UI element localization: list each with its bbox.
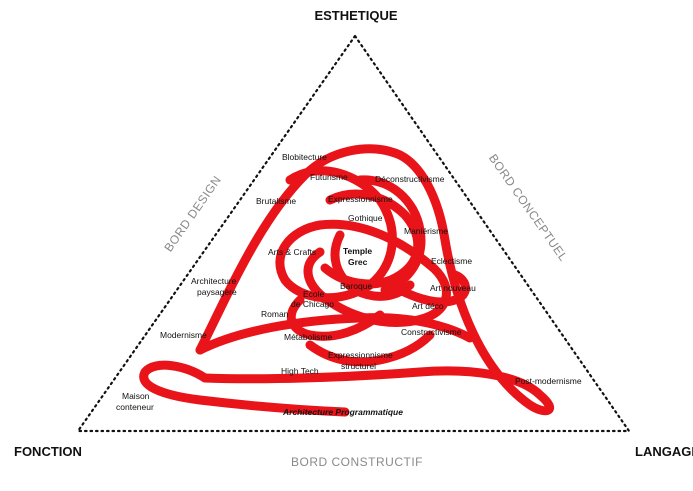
edge-bottom-label: BORD CONSTRUCTIF — [291, 455, 423, 469]
label-futurisme: Futurisme — [310, 172, 348, 182]
label-art-deco: Art déco — [412, 301, 444, 311]
label-architecture-programmatique: Architecture Programmatique — [282, 407, 403, 417]
label-maison-conteneur-1: Maison — [122, 391, 150, 401]
corner-left-label: FONCTION — [14, 444, 82, 459]
label-expressionnisme-structurel-1: Expressionnisme — [328, 350, 393, 360]
label-arts-crafts: Arts & Crafts — [268, 247, 316, 257]
label-art-nouveau: Art nouveau — [430, 283, 476, 293]
label-high-tech: High Tech — [281, 366, 319, 376]
label-blobitecture: Blobitecture — [282, 152, 327, 162]
label-ecole-chicago-2: de Chicago — [291, 299, 334, 309]
corner-top-label: ESTHETIQUE — [314, 8, 397, 23]
label-ecole-chicago-1: Ecole — [303, 289, 325, 299]
label-constructivisme: Constructivisme — [401, 327, 462, 337]
label-expressionnisme: Expressionnisme — [328, 194, 393, 204]
label-maison-conteneur-2: conteneur — [116, 402, 154, 412]
label-brutalisme: Brutalisme — [256, 196, 296, 206]
label-metabolisme: Métabolisme — [284, 332, 332, 342]
label-temple-grec-2: Grec — [348, 257, 368, 267]
label-deconstructivisme: Déconstructivisme — [375, 174, 445, 184]
label-eclectisme: Eclectisme — [431, 256, 472, 266]
label-manierisme: Maniérisme — [404, 226, 448, 236]
label-baroque: Baroque — [340, 281, 372, 291]
label-temple-grec-1: Temple — [343, 246, 372, 256]
label-post-modernisme: Post-modernisme — [515, 376, 582, 386]
label-architecture-paysagere-2: paysagère — [197, 287, 237, 297]
corner-right-label: LANGAGE — [635, 444, 693, 459]
label-architecture-paysagere-1: Architecture — [191, 276, 237, 286]
label-expressionnisme-structurel-2: structurel — [341, 361, 376, 371]
edge-left-label: BORD DESIGN — [161, 173, 224, 254]
label-modernisme: Modernisme — [160, 330, 207, 340]
label-gothique: Gothique — [348, 213, 383, 223]
label-roman: Roman — [261, 309, 289, 319]
edge-right-label: BORD CONCEPTUEL — [486, 151, 571, 263]
